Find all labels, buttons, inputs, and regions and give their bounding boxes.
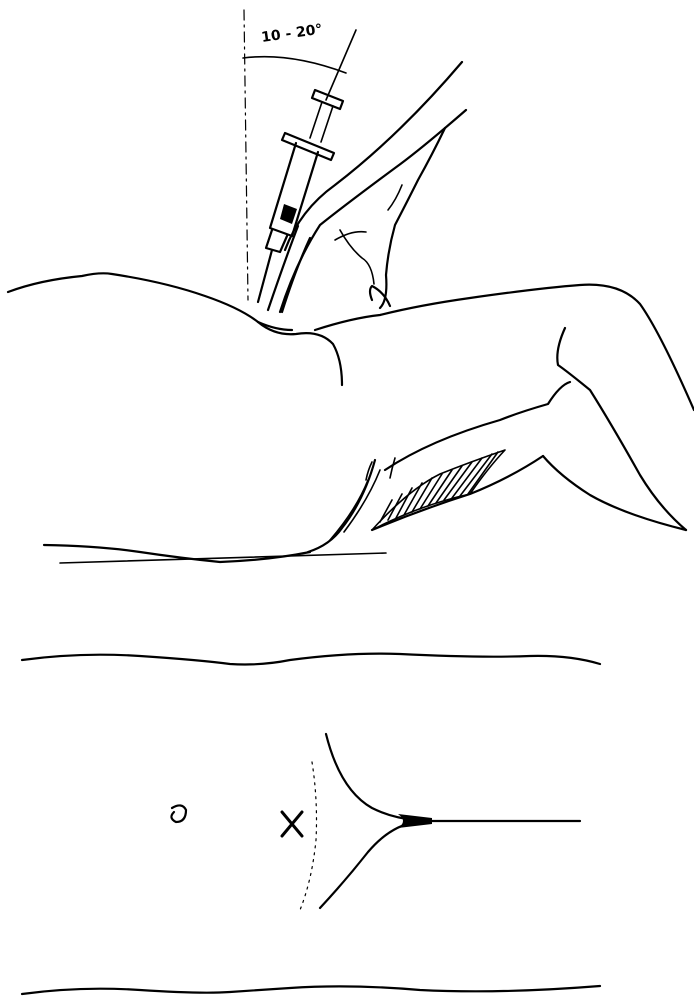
hand: [268, 62, 466, 312]
needle: [258, 250, 272, 302]
angle-arc: [243, 57, 346, 73]
buttock-outline: [315, 285, 694, 410]
palm-line: [335, 232, 366, 240]
side-view: 10 - 20°: [8, 10, 694, 563]
vertical-reference-line: [244, 10, 248, 300]
skin-detail-line: [390, 458, 395, 478]
angle-label: 10 - 20°: [260, 22, 323, 46]
syringe-plunger-rod: [310, 102, 333, 142]
spiral-mark: [171, 805, 186, 822]
syringe: [258, 90, 343, 302]
syringe-piston: [280, 204, 297, 224]
lower-body-outline: [22, 986, 600, 994]
forearm-upper-line: [285, 62, 462, 250]
syringe-plunger-cap: [312, 90, 343, 109]
knuckle-detail: [388, 185, 402, 210]
cleft-upper-curve: [326, 734, 416, 820]
inner-thigh-line: [543, 456, 686, 530]
gluteal-fold-inner: [330, 480, 368, 540]
finger-curl: [340, 230, 374, 284]
thigh-lower-outline: [557, 328, 686, 530]
skin-fold-at-needle: [258, 322, 342, 385]
gluteal-fold-curve: [308, 460, 375, 552]
gluteal-fold-inner-2: [344, 470, 380, 532]
syringe-flange: [282, 133, 334, 160]
injection-site-marker: [282, 812, 302, 836]
needle-axis-line: [326, 30, 356, 100]
body-contour: [8, 273, 694, 563]
cleft-lower-curve: [320, 822, 416, 908]
hatched-shadow: [372, 450, 505, 530]
back-outline: [8, 273, 292, 330]
upper-body-outline: [22, 654, 600, 665]
syringe-barrel: [270, 143, 318, 236]
top-view: [22, 654, 600, 994]
